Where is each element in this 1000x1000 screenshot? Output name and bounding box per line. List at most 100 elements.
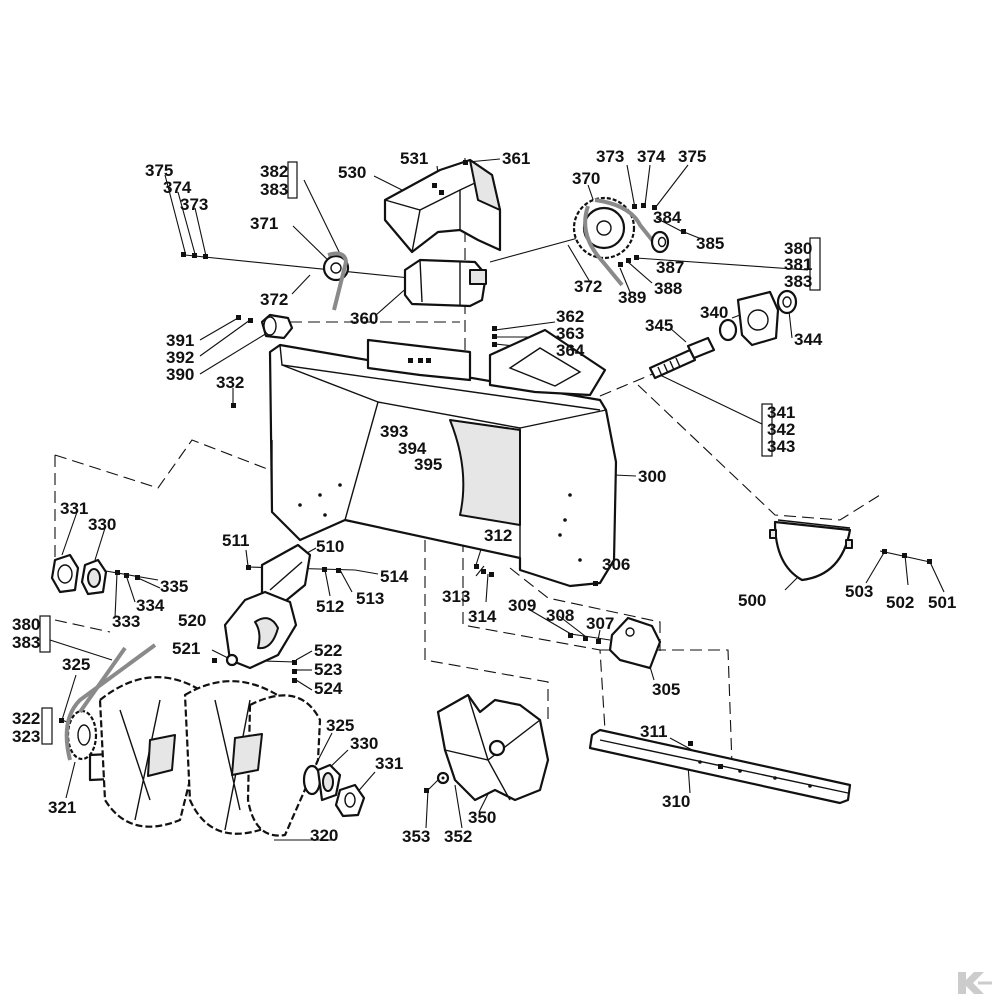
fastener-markers	[59, 160, 932, 793]
label-330: 330	[88, 515, 116, 534]
label-361: 361	[502, 149, 530, 168]
skid-520	[223, 590, 298, 670]
auger-housing-300	[268, 328, 618, 588]
label-370: 370	[572, 169, 600, 188]
label-312: 312	[484, 526, 512, 545]
label-360: 360	[350, 309, 378, 328]
label-383-r: 383	[784, 272, 812, 291]
label-391: 391	[166, 331, 194, 350]
label-352: 352	[444, 827, 472, 846]
sprocket-370	[572, 196, 662, 287]
label-390: 390	[166, 365, 194, 384]
bearing-325-330-331-right	[302, 763, 366, 818]
label-395: 395	[414, 455, 442, 474]
label-384: 384	[653, 208, 682, 227]
label-523: 523	[314, 660, 342, 679]
label-371: 371	[250, 214, 278, 233]
label-522: 522	[314, 641, 342, 660]
label-334: 334	[136, 596, 165, 615]
label-501: 501	[928, 593, 956, 612]
label-320: 320	[310, 826, 338, 845]
chute-530	[383, 158, 502, 254]
auger-320	[88, 676, 322, 837]
label-524: 524	[314, 679, 343, 698]
label-521: 521	[172, 639, 200, 658]
sprocket-371	[322, 251, 350, 311]
label-335: 335	[160, 577, 188, 596]
label-500: 500	[738, 591, 766, 610]
label-380: 380	[784, 239, 812, 258]
label-345: 345	[645, 316, 673, 335]
label-341: 341	[767, 403, 795, 422]
part-labels: 375 374 373 382 383 371 372 530 531 361 …	[12, 147, 956, 846]
label-512: 512	[316, 597, 344, 616]
label-503: 503	[845, 582, 873, 601]
label-513: 513	[356, 589, 384, 608]
label-331-r: 331	[375, 754, 403, 773]
label-511: 511	[222, 531, 249, 550]
label-389: 389	[618, 288, 646, 307]
label-321: 321	[48, 798, 76, 817]
sprocket-321	[64, 643, 157, 761]
label-531: 531	[400, 149, 428, 168]
label-333: 333	[112, 612, 140, 631]
label-314: 314	[468, 607, 497, 626]
brand-logo-mark	[958, 972, 992, 994]
label-305: 305	[652, 680, 680, 699]
label-387: 387	[656, 258, 684, 277]
label-300: 300	[638, 467, 666, 486]
label-group-boxes	[39, 161, 821, 745]
label-388: 388	[654, 279, 682, 298]
deflector-500	[769, 519, 853, 582]
label-514: 514	[380, 567, 409, 586]
label-510: 510	[316, 537, 344, 556]
label-373-r: 373	[596, 147, 624, 166]
label-323: 323	[12, 727, 40, 746]
label-375: 375	[145, 161, 173, 180]
label-309: 309	[508, 596, 536, 615]
label-372: 372	[260, 290, 288, 309]
label-380-l: 380	[12, 615, 40, 634]
label-306: 306	[602, 555, 630, 574]
label-342: 342	[767, 420, 795, 439]
label-340: 340	[700, 303, 728, 322]
label-383-l: 383	[12, 633, 40, 652]
label-375-r: 375	[678, 147, 706, 166]
label-322: 322	[12, 709, 40, 728]
label-363: 363	[556, 324, 584, 343]
label-374-r: 374	[637, 147, 666, 166]
label-382: 382	[260, 162, 288, 181]
label-331: 331	[60, 499, 88, 518]
label-310: 310	[662, 792, 690, 811]
label-311: 311	[640, 722, 667, 741]
label-325: 325	[62, 655, 90, 674]
label-381: 381	[784, 255, 812, 274]
label-330-r: 330	[350, 734, 378, 753]
label-362: 362	[556, 307, 584, 326]
label-374: 374	[163, 178, 192, 197]
label-394: 394	[398, 439, 427, 458]
label-383: 383	[260, 180, 288, 199]
label-343: 343	[767, 437, 795, 456]
bushing-384	[650, 230, 670, 254]
gearbox-360	[403, 258, 488, 308]
label-502: 502	[886, 593, 914, 612]
impeller-350	[436, 693, 550, 802]
label-332: 332	[216, 373, 244, 392]
label-393: 393	[380, 422, 408, 441]
label-520: 520	[178, 611, 206, 630]
bracket-305	[608, 616, 662, 670]
label-325-r: 325	[326, 716, 354, 735]
label-392: 392	[166, 348, 194, 367]
label-364: 364	[556, 341, 585, 360]
bearing-housing-340	[718, 289, 798, 347]
label-530: 530	[338, 163, 366, 182]
label-308: 308	[546, 606, 574, 625]
label-385: 385	[696, 234, 724, 253]
label-372-r: 372	[574, 277, 602, 296]
label-313: 313	[442, 587, 470, 606]
side-plates-331-330	[50, 553, 108, 596]
label-344: 344	[794, 330, 823, 349]
bearing-390	[260, 313, 294, 340]
